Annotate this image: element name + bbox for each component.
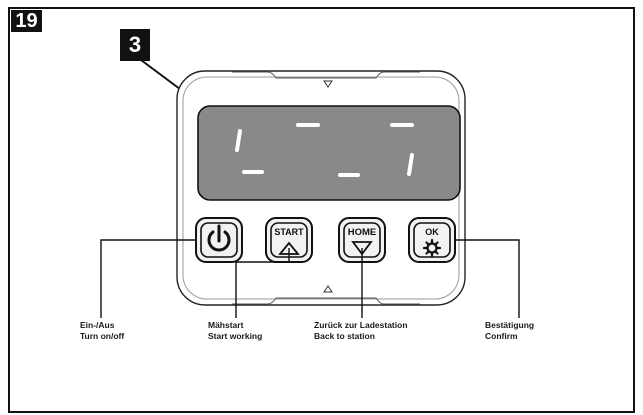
leader-line-confirm bbox=[455, 239, 520, 318]
label-start: Mähstart Start working bbox=[208, 320, 262, 342]
home-button-text: HOME bbox=[348, 227, 377, 238]
top-indicator-triangle-icon bbox=[323, 80, 333, 88]
start-button[interactable] bbox=[265, 217, 313, 263]
figure-frame bbox=[8, 7, 635, 413]
lcd-segment bbox=[407, 153, 414, 176]
bottom-indicator-triangle-icon bbox=[323, 285, 333, 293]
start-button-text: START bbox=[274, 227, 304, 237]
label-home: Zurück zur Ladestation Back to station bbox=[314, 320, 408, 342]
lcd-segments bbox=[235, 123, 414, 177]
label-start-de: Mähstart bbox=[208, 320, 244, 330]
leader-line-start bbox=[235, 248, 290, 318]
ok-button[interactable] bbox=[408, 217, 456, 263]
callout-number-badge: 3 bbox=[120, 29, 150, 61]
ok-button-text: OK bbox=[425, 227, 439, 237]
label-confirm-de: Bestätigung bbox=[485, 320, 535, 330]
label-home-de: Zurück zur Ladestation bbox=[314, 320, 408, 330]
label-home-en: Back to station bbox=[314, 331, 375, 341]
lcd-display bbox=[197, 105, 461, 201]
label-power-de: Ein-/Aus bbox=[80, 320, 115, 330]
panel-top-notch bbox=[232, 71, 420, 79]
label-start-en: Start working bbox=[208, 331, 263, 341]
lcd-segment bbox=[235, 129, 242, 152]
gear-icon bbox=[422, 238, 442, 258]
label-power: Ein-/Aus Turn on/off bbox=[80, 320, 124, 342]
power-button[interactable] bbox=[195, 217, 243, 263]
label-confirm-en: Confirm bbox=[485, 331, 518, 341]
figure-number-badge: 19 bbox=[11, 10, 42, 32]
leader-line-power bbox=[100, 239, 196, 318]
down-triangle-icon bbox=[351, 241, 373, 256]
leader-lines bbox=[100, 239, 520, 318]
panel-bottom-notch bbox=[232, 297, 420, 305]
label-confirm: Bestätigung Confirm bbox=[485, 320, 534, 342]
power-icon bbox=[207, 224, 231, 252]
label-power-en: Turn on/off bbox=[80, 331, 125, 341]
